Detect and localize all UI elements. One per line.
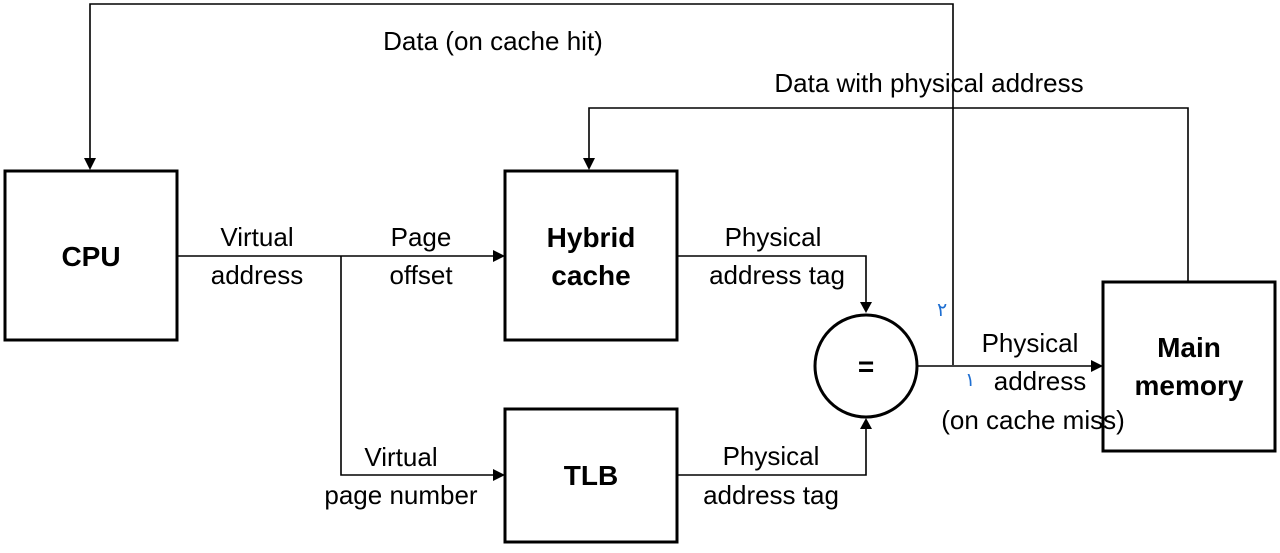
page-offset-arrowhead — [493, 250, 505, 262]
cache-tag-label-line1: Physical — [725, 222, 822, 252]
cpu-label: CPU — [61, 241, 120, 272]
data-with-physical-address-label: Data with physical address — [774, 68, 1083, 98]
tlb-tag-arrowhead — [860, 418, 872, 429]
tlb-block — [503, 407, 679, 544]
cpu-block — [3, 169, 179, 342]
virtual-address-label-line2: address — [211, 260, 304, 290]
tlb-tag-wire — [677, 427, 867, 476]
hit-branch-mark: ٢ — [937, 299, 947, 321]
cache-tag-wire — [677, 255, 867, 304]
tlb-label: TLB — [564, 460, 618, 491]
main-memory-arrowhead — [1091, 360, 1103, 372]
hybrid-cache-label-line1: Hybrid — [547, 222, 636, 253]
vpn-arrowhead — [493, 469, 505, 481]
page-offset-label-line2: offset — [389, 260, 453, 290]
data-on-hit-wire — [89, 3, 954, 365]
miss-branch-mark: ١ — [965, 369, 975, 391]
tlb-tag-label-line1: Physical — [723, 441, 820, 471]
comparator-circle — [813, 313, 919, 419]
comparator-label: = — [858, 351, 874, 382]
main-memory-block — [1101, 280, 1277, 453]
data-with-physical-address-wire — [588, 107, 1189, 281]
main-memory-label-line1: Main — [1157, 332, 1221, 363]
hybrid-cache-block — [503, 169, 679, 342]
data-on-hit-label: Data (on cache hit) — [383, 26, 603, 56]
virtual-page-number-label-line1: Virtual — [364, 442, 437, 472]
virtual-address-label-line1: Virtual — [220, 222, 293, 252]
physical-address-miss-label-line1: Physical — [982, 328, 1079, 358]
main-memory-label-line2: memory — [1135, 370, 1244, 401]
virtual-page-number-label-line2: page number — [324, 480, 478, 510]
physical-address-miss-label-line3: (on cache miss) — [941, 405, 1125, 435]
tlb-tag-label-line2: address tag — [703, 480, 839, 510]
page-offset-label-line1: Page — [391, 222, 452, 252]
physical-address-miss-label-line2: address — [994, 366, 1087, 396]
connections — [84, 3, 1189, 481]
cache-tag-label-line2: address tag — [709, 260, 845, 290]
cache-tag-arrowhead — [860, 302, 872, 313]
virtual-page-number-wire — [340, 256, 495, 476]
cache-input-arrowhead — [583, 158, 595, 170]
cpu-input-arrowhead — [84, 158, 96, 170]
hybrid-cache-label-line2: cache — [551, 260, 630, 291]
